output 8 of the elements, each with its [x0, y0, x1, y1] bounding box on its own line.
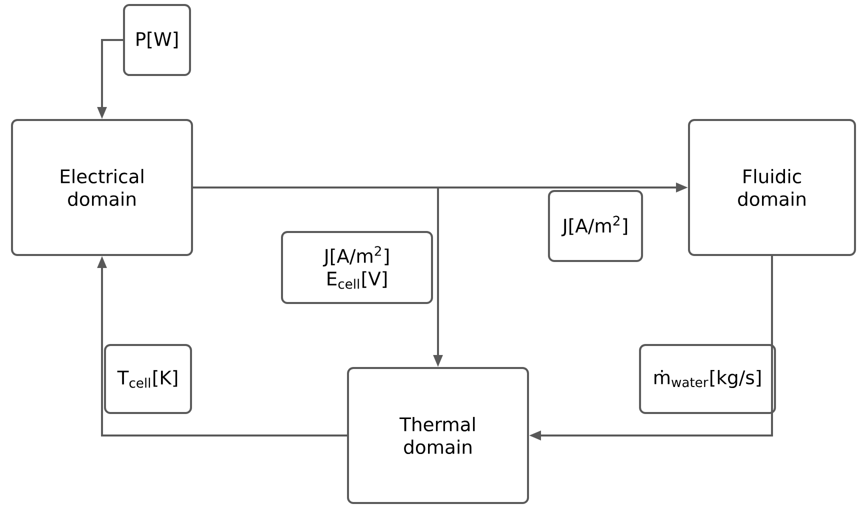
quantity-box: J[A/m$^{2}$] [548, 190, 644, 262]
domain-box: Electrical domain [11, 119, 193, 256]
domain-box: Thermal domain [347, 367, 529, 504]
input-box: P[W] [123, 4, 191, 76]
domain-box: Fluidic domain [688, 119, 856, 256]
quantity-box: J[A/m$^{2}$] E$_{cell}$[V] [281, 231, 433, 304]
quantity-box: ṁ$_{water}$[kg/s] [639, 344, 776, 414]
quantity-box: T$_{cell}$[K] [104, 344, 192, 414]
